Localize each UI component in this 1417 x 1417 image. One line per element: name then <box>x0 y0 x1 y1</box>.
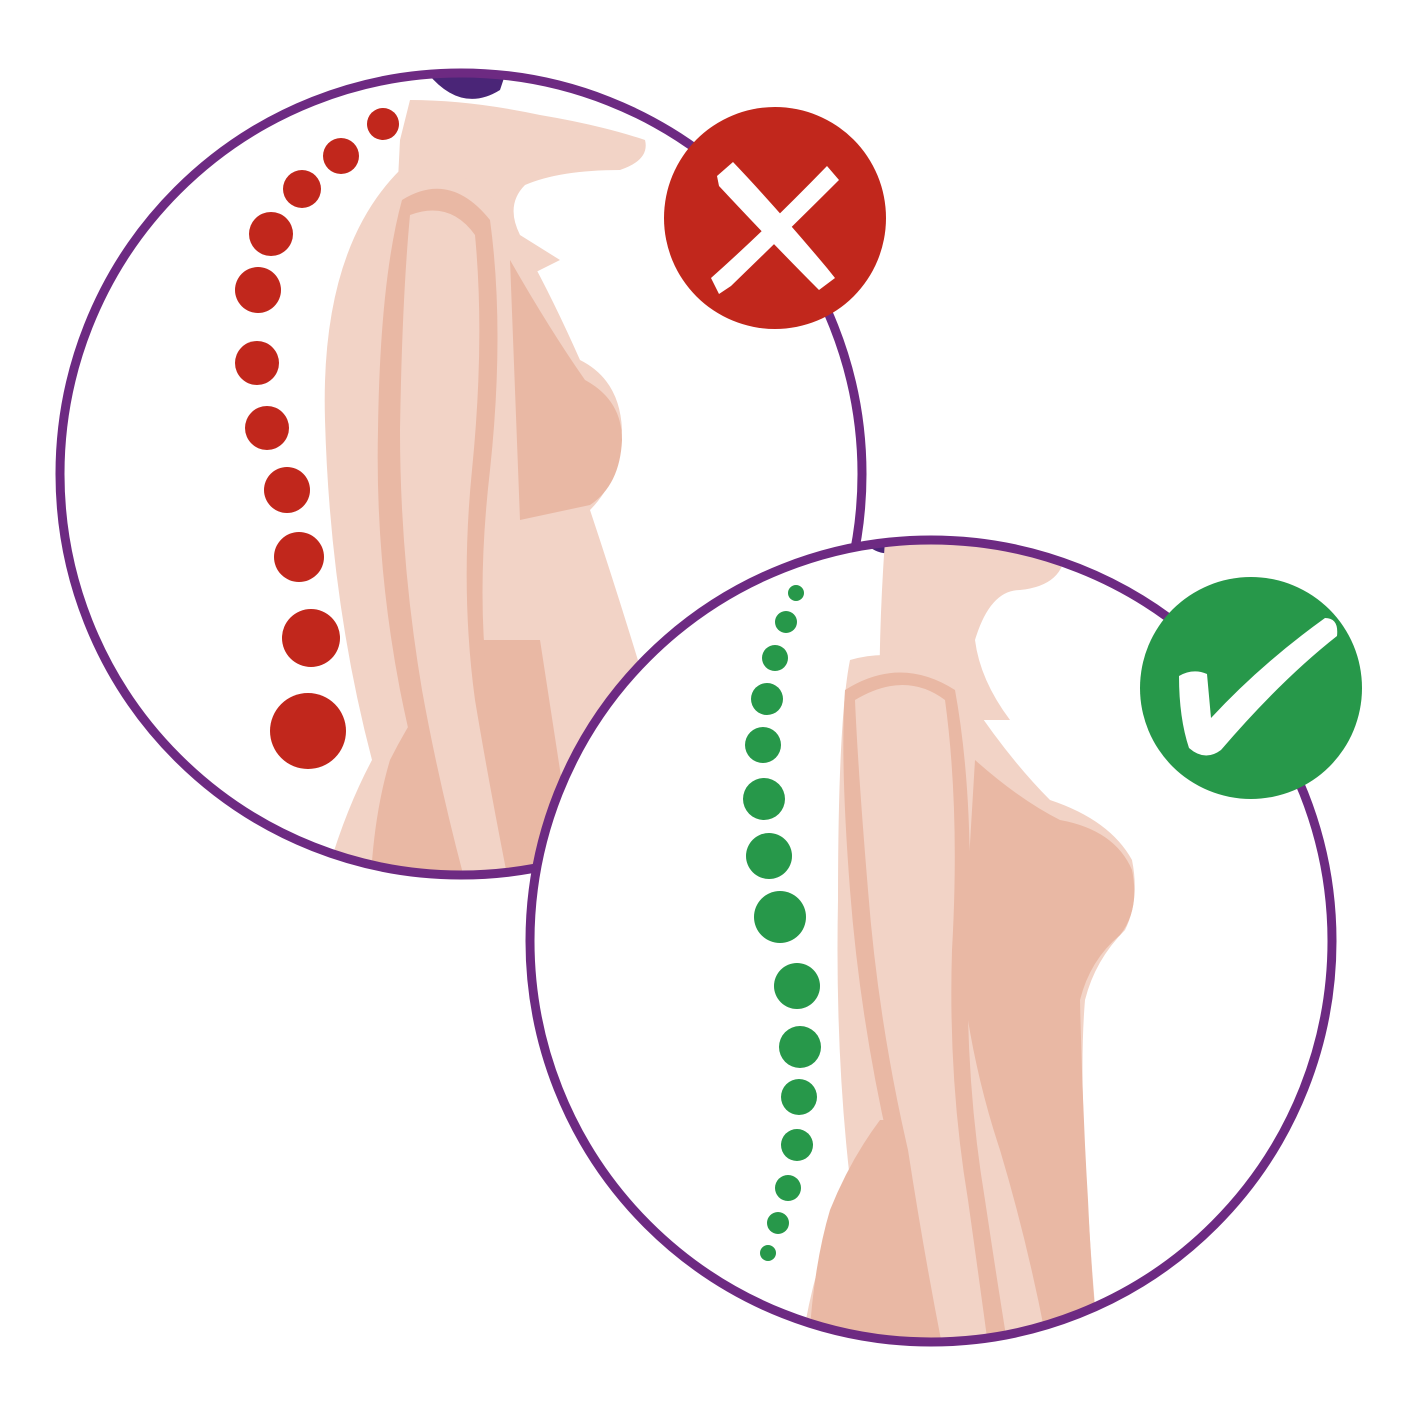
good-spine-dot-12 <box>781 1129 813 1161</box>
bad-posture-spine-dots <box>235 108 399 769</box>
bad-spine-dot-7 <box>245 406 289 450</box>
correct-badge <box>1140 577 1362 799</box>
good-posture-ring <box>525 535 1337 1347</box>
bad-spine-dot-2 <box>323 138 359 174</box>
bad-spine-dot-11 <box>270 693 346 769</box>
good-spine-dot-13 <box>775 1175 801 1201</box>
bad-spine-dot-6 <box>235 341 279 385</box>
good-spine-dot-2 <box>775 611 797 633</box>
good-spine-dot-1 <box>788 585 804 601</box>
good-posture-chest <box>960 760 1135 1010</box>
bad-spine-dot-3 <box>283 170 321 208</box>
good-spine-dot-9 <box>774 963 820 1009</box>
good-spine-dot-11 <box>781 1079 817 1115</box>
good-posture-back <box>960 960 1100 1342</box>
bad-spine-dot-1 <box>367 108 399 140</box>
bad-posture-panel <box>55 68 867 880</box>
bad-posture-hair <box>425 73 510 99</box>
good-spine-dot-5 <box>745 727 781 763</box>
bad-posture-ring <box>55 68 867 880</box>
good-spine-dot-14 <box>767 1212 789 1234</box>
good-spine-dot-15 <box>760 1245 776 1261</box>
good-spine-dot-10 <box>779 1026 821 1068</box>
cross-icon <box>711 162 839 294</box>
good-spine-dot-7 <box>746 833 792 879</box>
good-posture-figure <box>800 540 1135 1342</box>
bad-spine-dot-4 <box>249 212 293 256</box>
check-icon <box>1179 618 1338 756</box>
bad-spine-dot-10 <box>282 609 340 667</box>
good-posture-spine-dots <box>743 585 821 1261</box>
bad-spine-dot-8 <box>264 467 310 513</box>
bad-posture-chest <box>510 260 622 520</box>
good-spine-dot-6 <box>743 778 785 820</box>
bad-posture-arm-highlight <box>400 210 512 875</box>
incorrect-badge <box>664 107 886 329</box>
good-posture-arm-highlight <box>855 685 990 1342</box>
good-spine-dot-3 <box>762 645 788 671</box>
bad-spine-dot-5 <box>235 267 281 313</box>
bad-spine-dot-9 <box>274 532 324 582</box>
good-spine-dot-8 <box>754 891 806 943</box>
good-spine-dot-4 <box>751 683 783 715</box>
good-posture-panel <box>525 535 1337 1347</box>
